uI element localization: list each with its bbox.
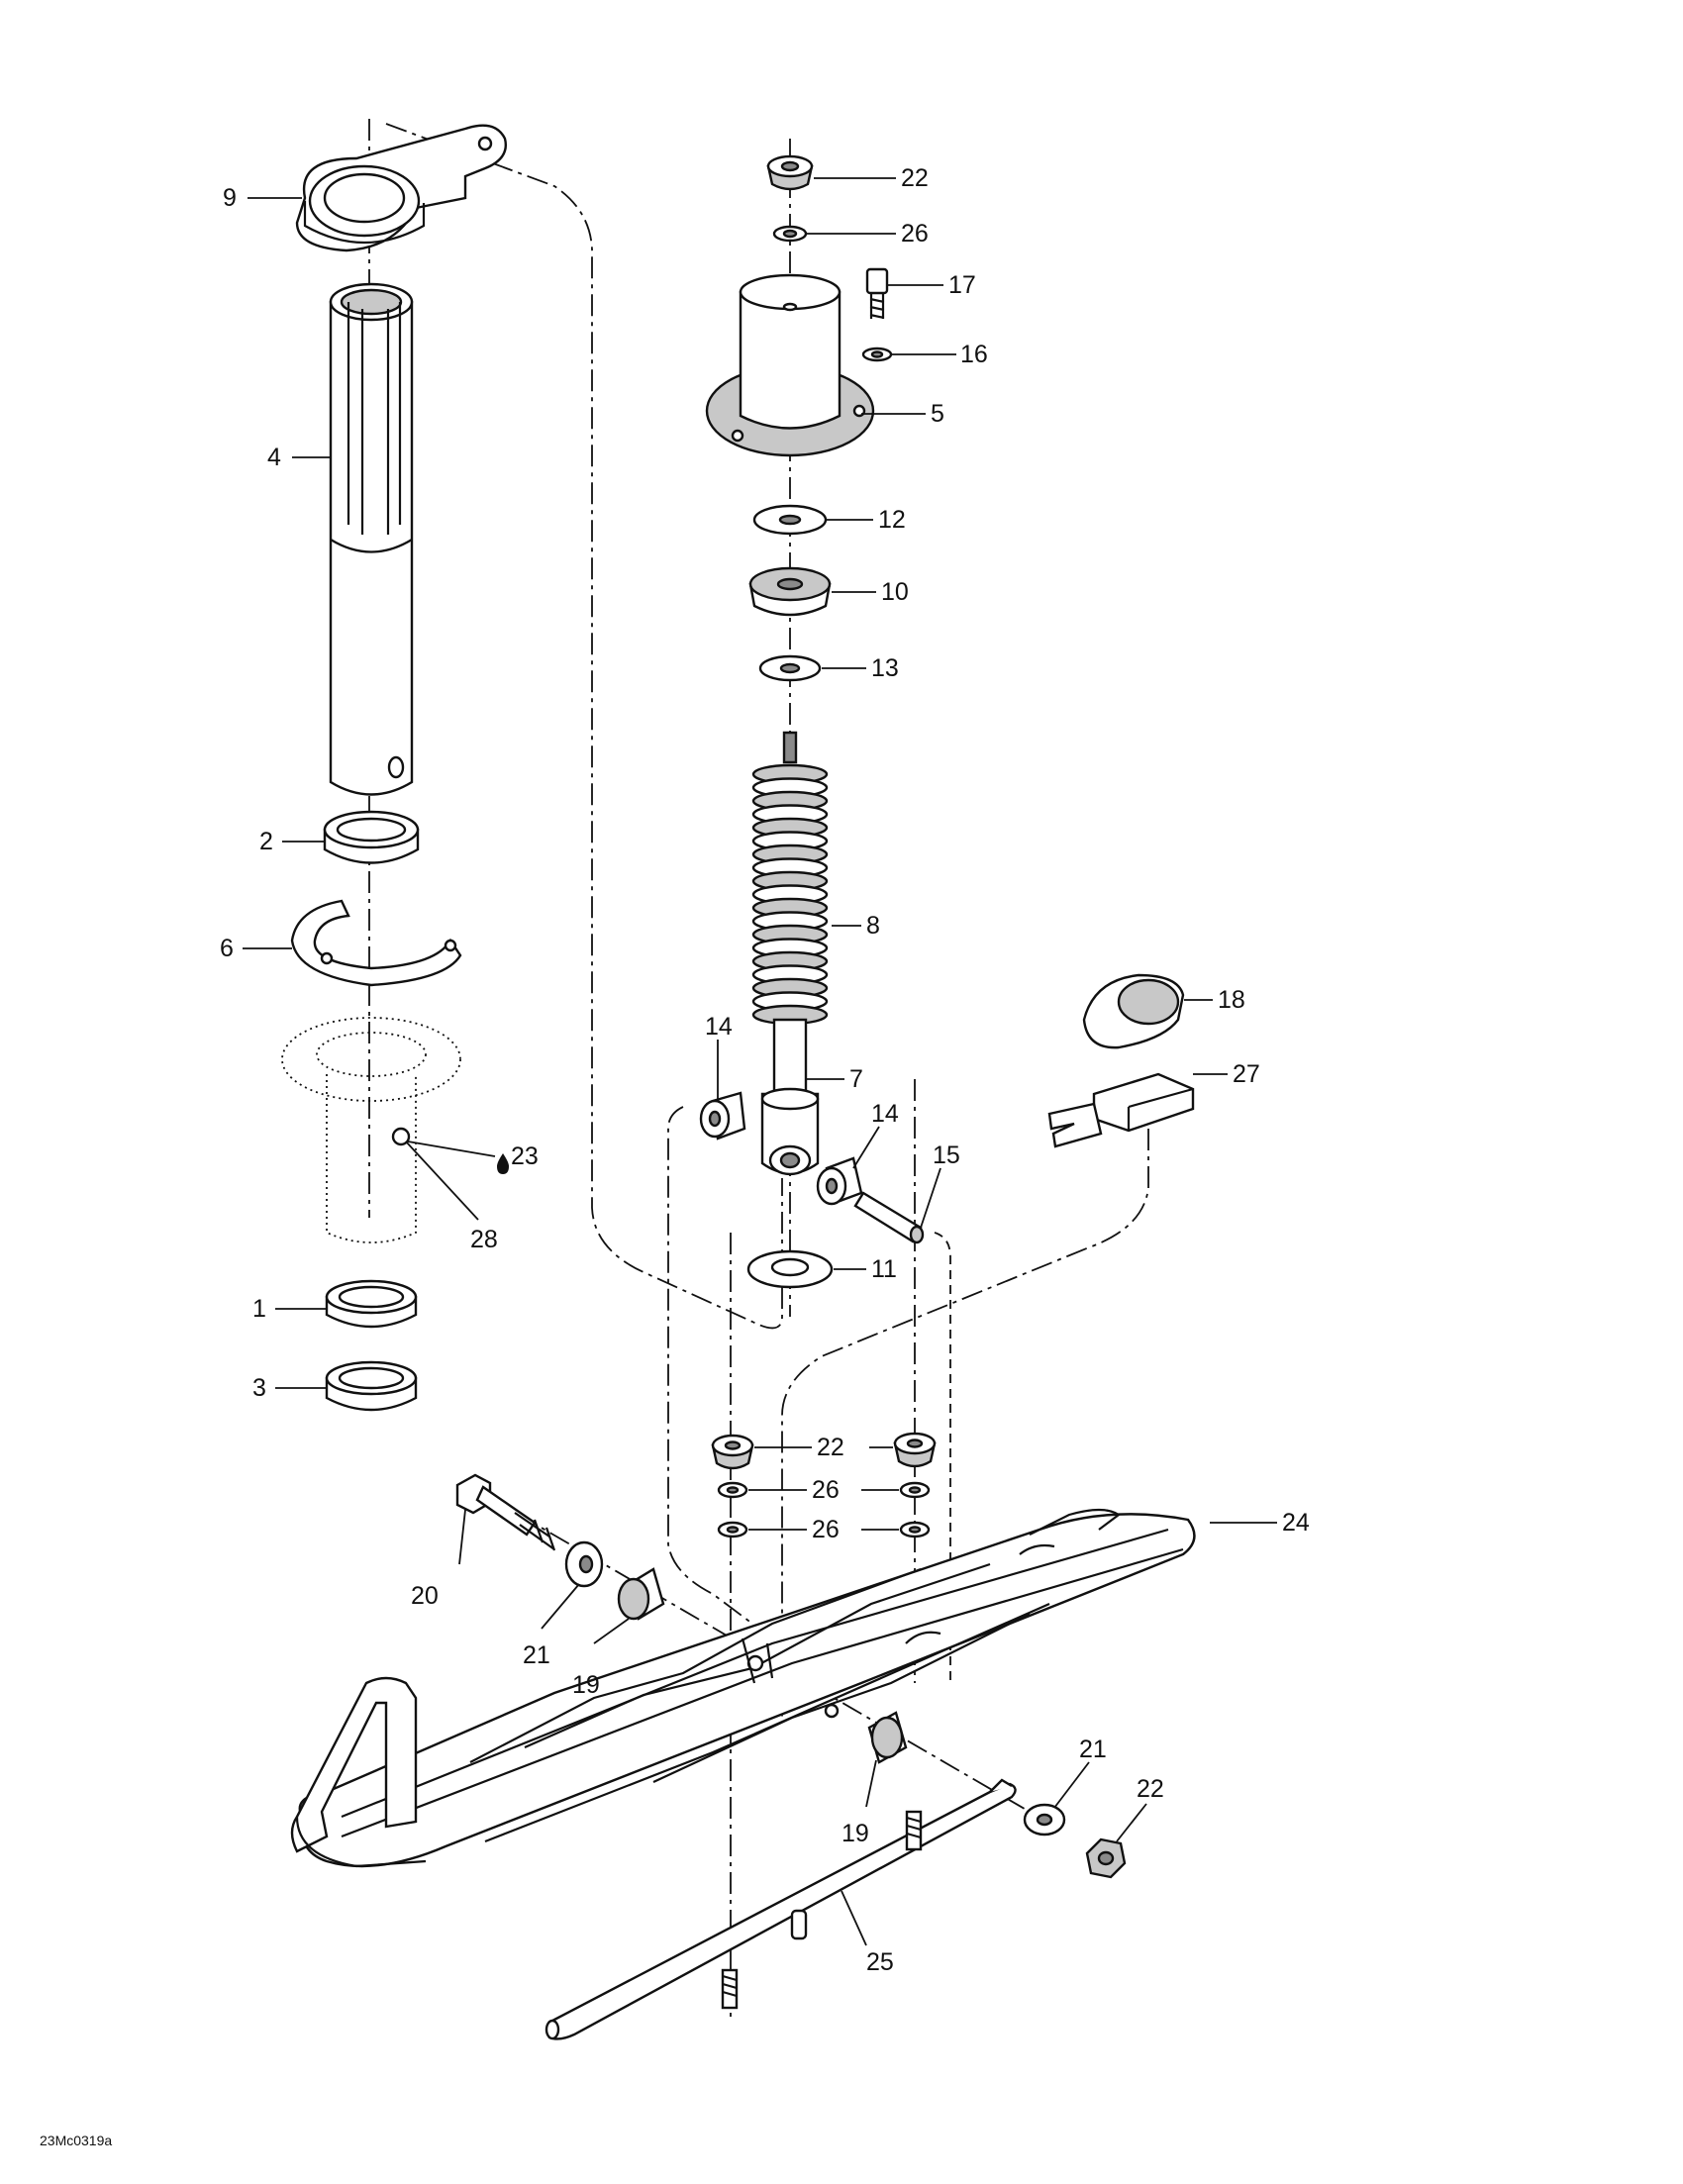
part-22-nut-bottom bbox=[1085, 1837, 1127, 1879]
part-14-bushing-right bbox=[816, 1156, 863, 1206]
part-6-circlip bbox=[290, 899, 462, 987]
part-26-washers-ski bbox=[717, 1481, 931, 1539]
callout-26c: 26 bbox=[812, 1516, 840, 1543]
callout-21a: 21 bbox=[523, 1641, 550, 1669]
callout-5: 5 bbox=[931, 400, 944, 428]
part-1-bushing bbox=[325, 1279, 418, 1329]
callout-15: 15 bbox=[933, 1142, 960, 1169]
callout-3: 3 bbox=[252, 1374, 266, 1402]
callout-14b: 14 bbox=[871, 1100, 899, 1128]
callout-26a: 26 bbox=[901, 220, 929, 248]
callout-9: 9 bbox=[223, 184, 237, 212]
callout-10: 10 bbox=[881, 578, 909, 606]
part-25-runner bbox=[544, 1778, 1017, 2040]
callout-27: 27 bbox=[1233, 1060, 1260, 1088]
part-11-washer bbox=[746, 1249, 834, 1289]
callout-24: 24 bbox=[1282, 1509, 1310, 1537]
part-24-ski bbox=[290, 1508, 1196, 1868]
callout-7: 7 bbox=[849, 1065, 863, 1093]
callout-19a: 19 bbox=[572, 1671, 600, 1699]
part-15-pin bbox=[853, 1191, 925, 1244]
part-13-washer bbox=[758, 654, 822, 682]
part-16-washer bbox=[861, 347, 893, 362]
part-5-spring-cup bbox=[705, 273, 875, 457]
callout-22c: 22 bbox=[1137, 1775, 1164, 1803]
part-22-nut-top bbox=[766, 154, 814, 191]
callout-6: 6 bbox=[220, 935, 234, 962]
part-22-nut-left bbox=[711, 1434, 754, 1470]
callout-26b: 26 bbox=[812, 1476, 840, 1504]
callout-13: 13 bbox=[871, 654, 899, 682]
drawing-reference: 23Mc0319a bbox=[40, 2133, 112, 2148]
callout-25: 25 bbox=[866, 1948, 894, 1976]
part-17-screw bbox=[865, 267, 889, 320]
part-21-washer-right bbox=[1023, 1803, 1066, 1837]
part-22-nut-right bbox=[893, 1432, 937, 1468]
callout-28: 28 bbox=[470, 1226, 498, 1253]
callout-1: 1 bbox=[252, 1295, 266, 1323]
part-26-washer-top bbox=[772, 225, 808, 243]
part-2-bushing bbox=[323, 810, 420, 864]
callout-16: 16 bbox=[960, 341, 988, 368]
part-18-cap bbox=[1082, 973, 1185, 1049]
lubricant-drop-icon bbox=[497, 1153, 509, 1174]
part-9-spanner-wrench bbox=[295, 124, 507, 252]
part-8-spring bbox=[751, 731, 829, 1026]
callout-19b: 19 bbox=[842, 1820, 869, 1847]
callout-4: 4 bbox=[267, 444, 281, 471]
callout-22b: 22 bbox=[817, 1434, 844, 1461]
callout-labels: 9 4 2 6 28 23 1 3 22 26 17 16 5 12 10 13… bbox=[40, 164, 1310, 2148]
part-19-bushing-left bbox=[617, 1567, 665, 1621]
part-7-shock-absorber bbox=[760, 1018, 820, 1176]
callout-14a: 14 bbox=[705, 1013, 733, 1041]
part-12-washer bbox=[752, 504, 828, 536]
part-28-column-support bbox=[281, 1017, 461, 1243]
part-19-bushing-right bbox=[867, 1711, 908, 1764]
part-20-bolt bbox=[455, 1473, 556, 1551]
part-27-bracket bbox=[1047, 1072, 1195, 1148]
callout-11: 11 bbox=[871, 1255, 897, 1283]
callout-18: 18 bbox=[1218, 986, 1245, 1014]
callout-17: 17 bbox=[948, 271, 976, 299]
callout-22a: 22 bbox=[901, 164, 929, 192]
callout-20: 20 bbox=[411, 1582, 439, 1610]
callout-8: 8 bbox=[866, 912, 880, 940]
part-21-washer-left bbox=[564, 1540, 604, 1588]
part-3-bushing bbox=[325, 1360, 418, 1412]
callout-12: 12 bbox=[878, 506, 906, 534]
part-10-spring-seat bbox=[748, 566, 832, 617]
callout-2: 2 bbox=[259, 828, 273, 855]
callout-23: 23 bbox=[511, 1142, 539, 1170]
part-4-steering-column bbox=[329, 282, 414, 796]
part-14-bushing-left bbox=[699, 1091, 746, 1141]
callout-21b: 21 bbox=[1079, 1736, 1107, 1763]
leader-lines bbox=[243, 177, 1277, 1946]
